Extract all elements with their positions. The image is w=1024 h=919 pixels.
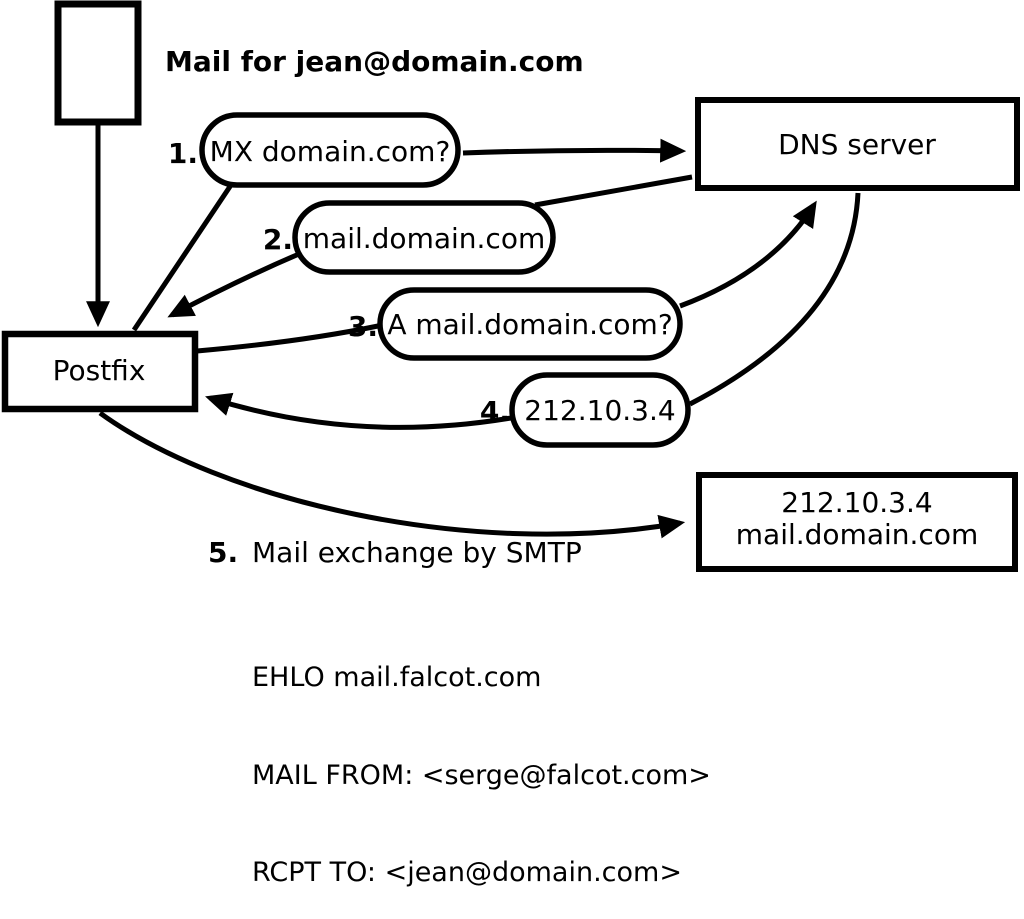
step-4-number: 4. [480,395,510,428]
step-5-number: 5. [208,536,238,569]
smtp-line-mail-from: MAIL FROM: <serge@falcot.com> [252,759,711,791]
line-step2-to-dns [534,174,693,208]
arrow-step4-to-postfix [205,392,512,430]
step-3-number: 3. [348,310,378,343]
arrow-step2-to-postfix [167,251,300,318]
step-1-number: 1. [168,137,198,170]
dns-server-label: DNS server [778,128,936,161]
smtp-session-transcript: EHLO mail.falcot.com MAIL FROM: <serge@f… [252,597,711,919]
mail-server-hostname-label: mail.domain.com [736,518,978,551]
postfix-label: Postfix [53,354,146,387]
step-2-bubble [292,200,556,275]
line-step1-to-postfix [131,183,234,332]
mail-server-node [696,472,1018,572]
arrow-step3-to-dns [679,200,817,309]
step-4-bubble [509,372,691,448]
step-5-label: Mail exchange by SMTP [252,536,582,569]
mail-server-ip-label: 212.10.3.4 [781,486,932,519]
arrow-step1-to-dns [462,138,687,163]
step-1-bubble [199,112,461,188]
line-dns-to-step4 [688,192,861,407]
arrow-postfix-to-mailserver-smtp [98,410,686,539]
step-3-label: A mail.domain.com? [387,308,672,341]
step-2-label: mail.domain.com [303,222,545,255]
line-postfix-to-step3 [196,323,379,354]
step-1-label: MX domain.com? [210,135,451,168]
smtp-line-ehlo: EHLO mail.falcot.com [252,662,542,693]
step-2-number: 2. [263,223,293,256]
step-4-label: 212.10.3.4 [524,394,675,427]
step-3-bubble [377,287,683,361]
dns-server-node [695,97,1020,191]
smtp-line-rcpt-to: RCPT TO: <jean@domain.com> [252,857,682,888]
mail-note-label: Mail for jean@domain.com [165,45,584,78]
postfix-node [1,330,199,413]
message-node [54,0,142,126]
